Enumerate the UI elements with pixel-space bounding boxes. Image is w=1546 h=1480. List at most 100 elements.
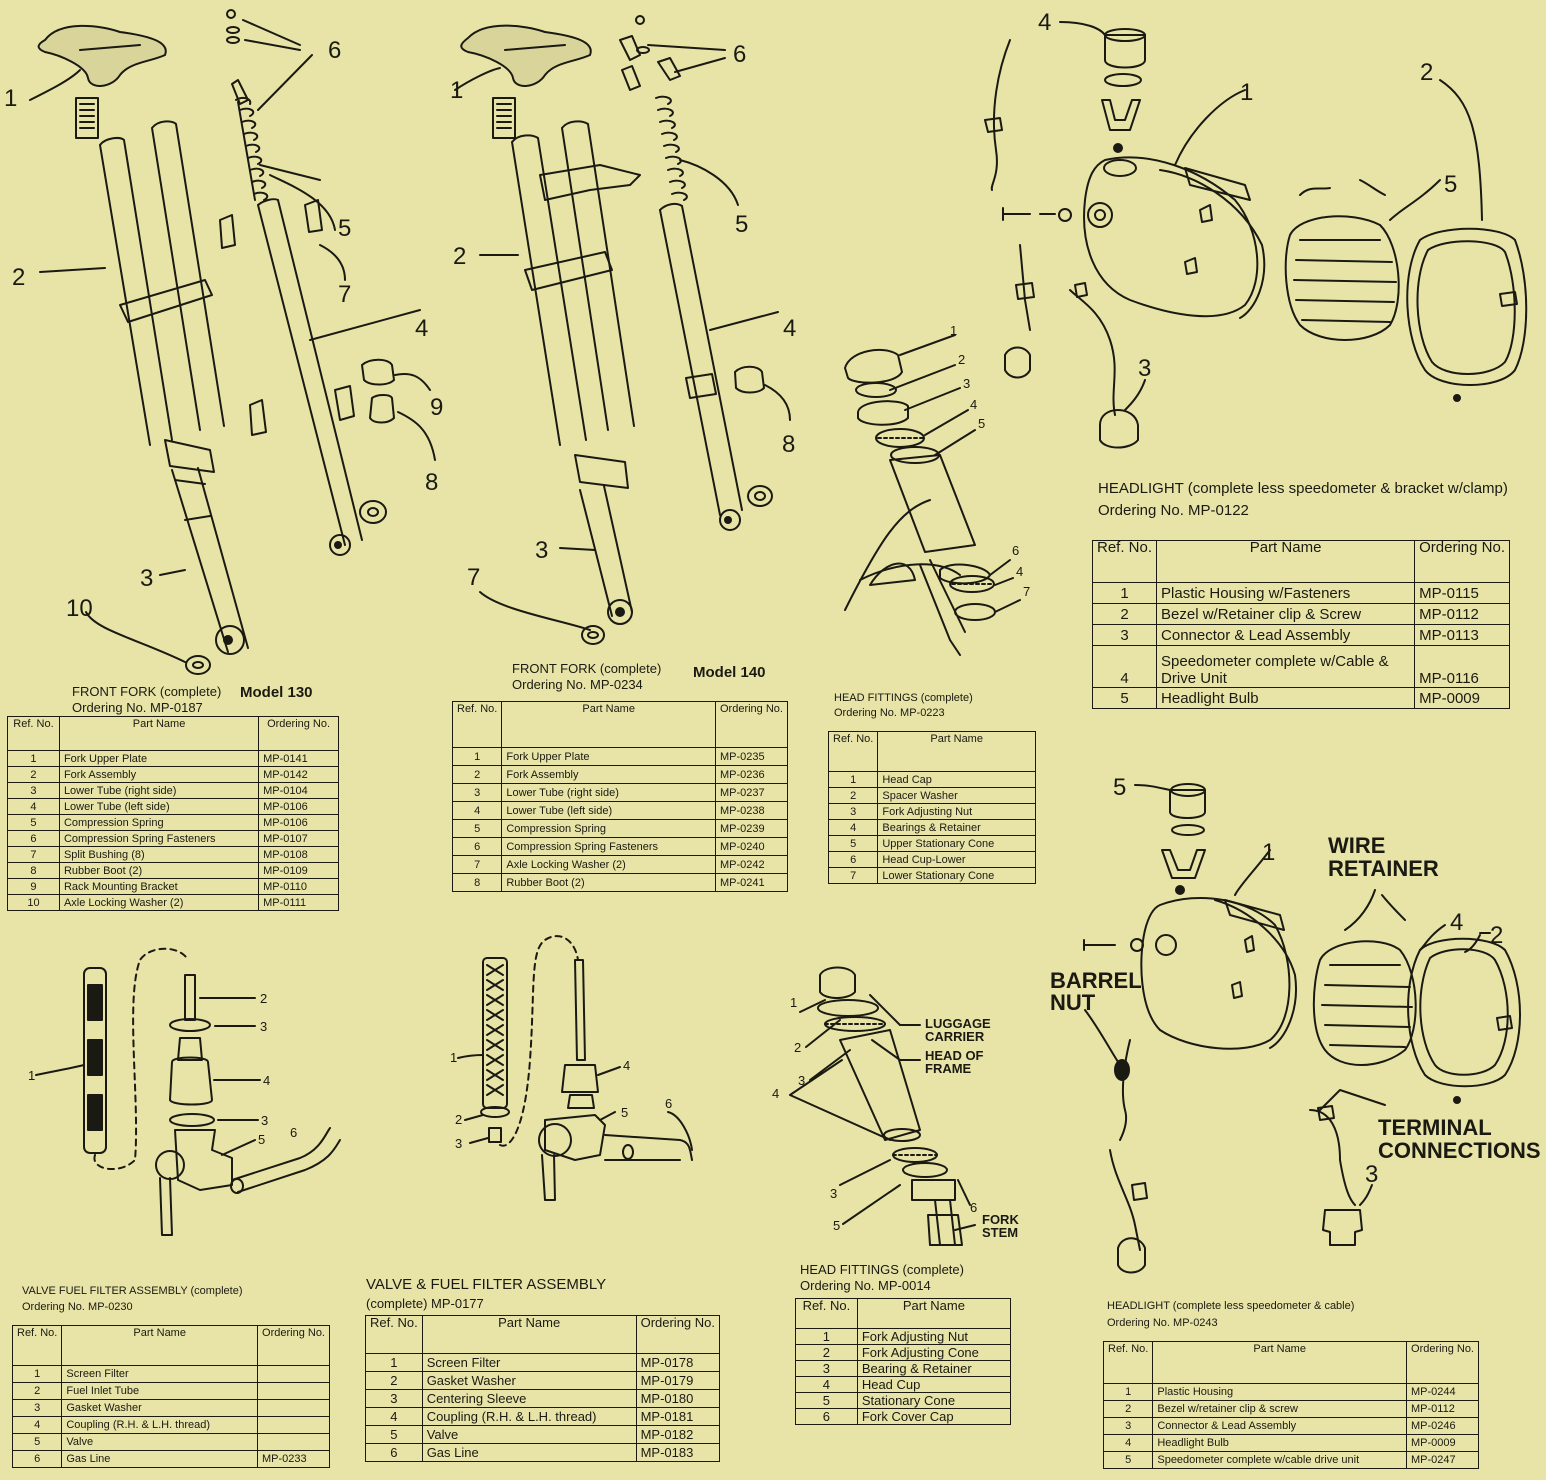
cell-ref: 5	[451, 819, 503, 838]
annotation-head-of-1: HEAD OF	[925, 1048, 984, 1063]
cell-ref: 8	[7, 862, 60, 879]
callout-light2-1: 1	[1262, 839, 1275, 866]
cell-ordering: MP-0239	[715, 819, 788, 838]
cell-ref: 5	[365, 1425, 423, 1444]
fork-130-drawing	[29, 9, 436, 675]
col-ref: Ref. No.	[1102, 1341, 1154, 1384]
cell-ordering: MP-0235	[715, 747, 788, 766]
callout-fork130-1: 1	[4, 85, 17, 112]
cell-ordering: MP-0238	[715, 801, 788, 820]
cell-ref: 2	[795, 1344, 858, 1361]
cell-ref: 2	[451, 765, 503, 784]
cell-ref: 3	[795, 1360, 858, 1377]
callout-head1-1: 1	[950, 323, 957, 338]
caption-ordering: Ordering No. MP-0234	[512, 677, 643, 692]
callout-head2-4: 4	[772, 1086, 779, 1101]
cell-part-name: Connector & Lead Assembly	[1152, 1417, 1408, 1435]
callout-valve2-2: 2	[455, 1112, 462, 1127]
cell-part-name: Spacer Washer	[877, 787, 1036, 804]
callout-valve2-1: 1	[450, 1050, 457, 1065]
cell-ref: 6	[11, 1450, 63, 1468]
callout-head1-4: 4	[970, 397, 977, 412]
cell-ref: 1	[365, 1353, 423, 1372]
callout-valve1-1: 1	[28, 1068, 35, 1083]
cell-ordering: MP-0247	[1406, 1451, 1479, 1469]
col-ordering: Ordering No.	[1414, 540, 1510, 583]
cell-part-name: Lower Tube (left side)	[501, 801, 716, 820]
cell-part-name: Rubber Boot (2)	[58, 862, 260, 879]
callout-fork130-5: 5	[338, 215, 351, 242]
col-part-name: Part Name	[877, 731, 1036, 772]
caption-title: HEADLIGHT (complete less speedometer & c…	[1107, 1300, 1355, 1312]
cell-ordering	[257, 1433, 330, 1451]
callout-fork140-7: 7	[467, 564, 480, 591]
caption-title: FRONT FORK (complete)	[72, 684, 222, 699]
annotation-retainer-2: RETAINER	[1328, 856, 1439, 881]
cell-ref: 5	[795, 1392, 858, 1409]
model-label-140: Model 140	[693, 664, 766, 681]
cell-ordering: MP-0142	[258, 766, 339, 783]
callout-valve1-3b: 3	[261, 1113, 268, 1128]
cell-ref: 6	[451, 837, 503, 856]
cell-ref: 4	[827, 819, 879, 836]
callout-fork140-6: 6	[733, 41, 746, 68]
cell-ref: 4	[1102, 1434, 1154, 1452]
cell-ordering: MP-0110	[258, 878, 339, 895]
cell-part-name: Screen Filter	[61, 1365, 259, 1383]
cell-ordering: MP-0106	[258, 814, 339, 831]
cell-ref: 5	[11, 1433, 63, 1451]
cell-ref: 6	[827, 851, 879, 868]
annotation-frame-2: FRAME	[925, 1061, 972, 1076]
cell-part-name: Speedometer complete w/cable drive unit	[1152, 1451, 1408, 1469]
col-ref: Ref. No.	[11, 1325, 63, 1366]
fork-upper-plate	[37, 24, 167, 87]
cell-part-name: Fork Upper Plate	[58, 750, 260, 767]
callout-fork130-6: 6	[328, 37, 341, 64]
col-part-name: Part Name	[1152, 1341, 1408, 1384]
cell-part-name: Screen Filter	[421, 1353, 637, 1372]
cell-ref: 5	[827, 835, 879, 852]
cell-ref: 5	[1102, 1451, 1154, 1469]
col-ordering: Ordering No.	[1406, 1341, 1479, 1384]
cell-part-name: Coupling (R.H. & L.H. thread)	[61, 1416, 259, 1434]
annotation-luggage-1: LUGGAGE	[925, 1016, 991, 1031]
callout-light1-4: 4	[1038, 9, 1051, 36]
caption-valve-filter-2: VALVE & FUEL FILTER ASSEMBLY (complete) …	[366, 1275, 606, 1313]
valve-filter-2-drawing	[457, 935, 693, 1201]
cell-ref: 1	[451, 747, 503, 766]
cell-ordering: MP-0141	[258, 750, 339, 767]
cell-part-name: Valve	[61, 1433, 259, 1451]
cell-part-name: Lower Stationary Cone	[877, 867, 1036, 884]
caption-ordering: Ordering No. MP-0223	[834, 707, 945, 719]
cell-ref: 3	[11, 1399, 63, 1417]
col-ref: Ref. No.	[1091, 540, 1158, 583]
callout-head1-5: 5	[978, 416, 985, 431]
callout-light2-5: 5	[1113, 774, 1126, 801]
cell-ref: 3	[1091, 624, 1158, 646]
callout-light1-1: 1	[1240, 79, 1253, 106]
callout-fork140-8: 8	[782, 431, 795, 458]
cell-part-name: Bearings & Retainer	[877, 819, 1036, 836]
cell-part-name: Compression Spring Fasteners	[58, 830, 260, 847]
cell-ref: 3	[365, 1389, 423, 1408]
cell-ordering: MP-0108	[258, 846, 339, 863]
callout-valve1-3: 3	[260, 1019, 267, 1034]
callout-head1-6: 6	[1012, 543, 1019, 558]
